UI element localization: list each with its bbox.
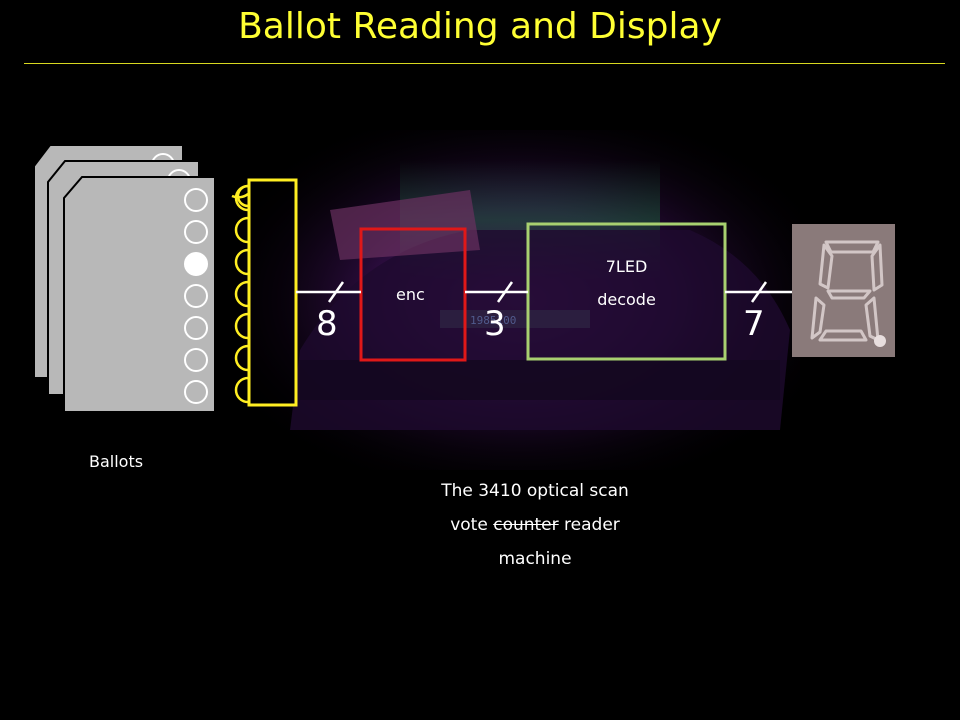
caption-line-2-end: reader (558, 515, 620, 535)
bus-slash-8 (327, 281, 345, 303)
encoder-label: enc (396, 285, 425, 304)
optical-sensor (234, 312, 249, 340)
page-title: Ballot Reading and Display (238, 6, 722, 47)
caption-line-2: vote counter reader (400, 508, 670, 542)
svg-text:1985100: 1985100 (470, 314, 516, 327)
caption-struck-word: counter (493, 515, 559, 535)
optical-sensor (234, 184, 249, 212)
segment-b (870, 243, 884, 292)
caption-line-1: The 3410 optical scan (441, 481, 629, 501)
decoder-label-line1: 7LED (605, 257, 648, 276)
bus-width-7: 7 (743, 304, 765, 344)
caption-line-2-start: vote (450, 515, 494, 535)
ballots-label: Ballots (89, 452, 144, 471)
ballot-sheet-front (63, 176, 216, 413)
optical-sensor (234, 248, 249, 276)
title-divider (24, 63, 945, 64)
segment-f (818, 243, 834, 290)
bus-slash-7 (750, 281, 768, 303)
ballot-bubble-empty (184, 380, 208, 404)
ballot-bubble-empty (184, 316, 208, 340)
ballot-bubble-empty (184, 348, 208, 372)
ballot-bubble-empty (184, 220, 208, 244)
caption-line-3: machine (498, 549, 572, 569)
ballot-stack (33, 144, 216, 413)
optical-sensor (234, 344, 249, 372)
ballot-bubble-empty (184, 188, 208, 212)
optical-sensor (234, 216, 249, 244)
bus-width-8: 8 (316, 304, 338, 344)
bus-lines (296, 281, 792, 303)
segment-e (810, 296, 826, 340)
segment-d (818, 329, 868, 342)
optical-sensor (234, 280, 249, 308)
machine-photo-background: 1985100 (240, 130, 800, 470)
ballot-bubble-filled (184, 252, 208, 276)
machine-caption: The 3410 optical scan vote counter reade… (400, 474, 670, 576)
optical-sensor (234, 376, 249, 404)
segment-dp (874, 335, 886, 347)
segment-c (864, 296, 880, 342)
segment-g (826, 289, 872, 300)
bus-width-3: 3 (484, 304, 506, 344)
bus-slash-3 (496, 281, 514, 303)
sensor-reader-box (247, 178, 298, 407)
seven-segment-display (792, 224, 895, 357)
segment-a (824, 240, 880, 254)
encoder-box (359, 227, 467, 362)
optical-sensor-array (231, 184, 249, 404)
decoder-label-line2: decode (597, 290, 656, 309)
ballot-bubble-empty (184, 284, 208, 308)
